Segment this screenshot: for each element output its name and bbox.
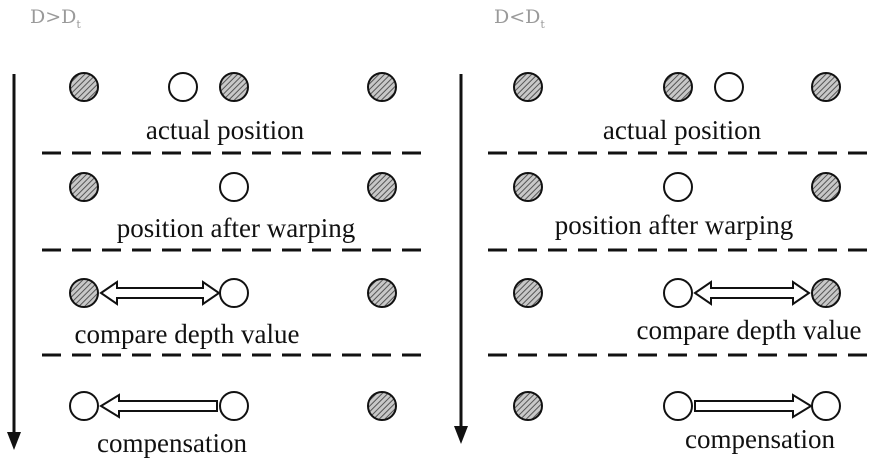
empty-pixel [811, 391, 841, 421]
hatched-pixel [663, 72, 693, 102]
hatched-pixel [69, 172, 99, 202]
hatched-pixel [367, 278, 397, 308]
hatched-pixel [219, 72, 249, 102]
title-left-sub: t [76, 17, 81, 31]
hatched-pixel [513, 278, 543, 308]
row-label: compare depth value [75, 319, 300, 349]
hatched-pixel [513, 172, 543, 202]
double-arrow [693, 280, 811, 306]
empty-pixel [663, 278, 693, 308]
time-arrow-left-head [7, 432, 21, 450]
panel-left: actual position position after warping c… [7, 72, 428, 458]
title-right-sub: t [540, 17, 545, 31]
empty-pixel [219, 391, 249, 421]
double-arrow [99, 280, 221, 306]
title-right: D<Dt [494, 6, 545, 31]
row-label: compensation [685, 424, 835, 454]
hatched-pixel [367, 72, 397, 102]
panel-right: actual position position after warping c… [454, 72, 874, 454]
empty-pixel [168, 72, 198, 102]
title-right-main: D<D [494, 6, 541, 28]
row-label: position after warping [555, 210, 793, 240]
hatched-pixel [367, 391, 397, 421]
empty-pixel [69, 391, 99, 421]
empty-pixel [663, 172, 693, 202]
row-label: compare depth value [637, 315, 862, 345]
hatched-pixel [69, 278, 99, 308]
time-arrow-right-head [454, 426, 468, 444]
empty-pixel [663, 391, 693, 421]
title-left: D>Dt [30, 6, 81, 31]
left-arrow [99, 393, 218, 419]
hatched-pixel [811, 278, 841, 308]
empty-pixel [219, 172, 249, 202]
hatched-pixel [69, 72, 99, 102]
hatched-pixel [367, 172, 397, 202]
empty-pixel [219, 278, 249, 308]
right-arrow [694, 393, 813, 419]
hatched-pixel [513, 391, 543, 421]
row-label: actual position [603, 115, 762, 145]
hatched-pixel [513, 72, 543, 102]
hatched-pixel [811, 72, 841, 102]
title-left-main: D>D [30, 6, 77, 28]
hatched-pixel [811, 172, 841, 202]
row-label: compensation [97, 428, 247, 458]
row-label: position after warping [117, 213, 355, 243]
row-label: actual position [146, 115, 305, 145]
empty-pixel [714, 72, 744, 102]
